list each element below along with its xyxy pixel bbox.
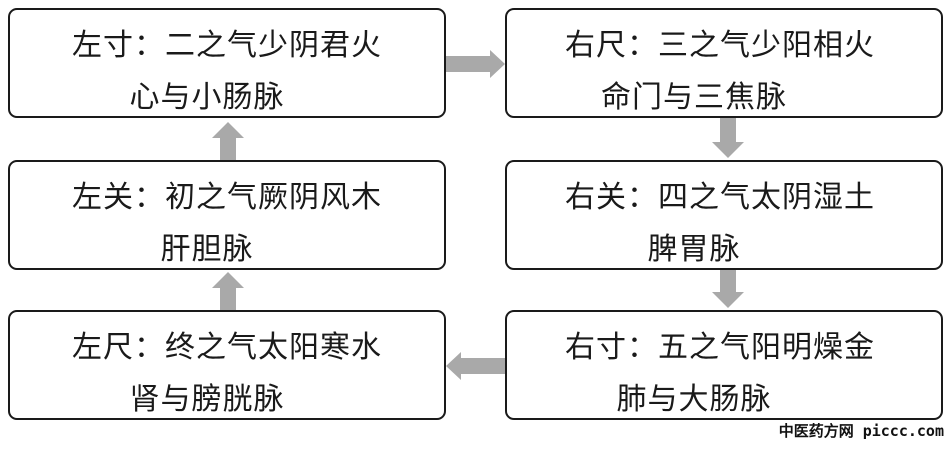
- node-right-guan-title: 右关：四之气太阴湿土: [565, 180, 875, 215]
- arrow-right-guan-to-right-cun: [712, 270, 744, 308]
- watermark-text: 中医药方网 piccc.com: [778, 422, 944, 440]
- node-right-chi-title: 右尺：三之气少阳相火: [565, 28, 875, 63]
- node-right-cun: 右寸：五之气阳明燥金 肺与大肠脉: [505, 310, 943, 420]
- node-left-chi-title: 左尺：终之气太阳寒水: [72, 330, 382, 365]
- arrow-left-chi-to-left-guan: [212, 272, 244, 310]
- node-left-cun-subtitle: 心与小肠脉: [129, 80, 285, 115]
- node-left-guan-subtitle: 肝胆脉: [160, 232, 254, 267]
- arrow-left-cun-to-right-chi: [446, 50, 505, 78]
- node-left-cun-title: 左寸：二之气少阴君火: [72, 28, 382, 63]
- node-right-cun-subtitle: 肺与大肠脉: [616, 382, 772, 417]
- node-left-chi-subtitle: 肾与膀胱脉: [129, 382, 285, 417]
- arrow-right-cun-to-left-chi: [446, 352, 505, 380]
- node-left-guan-title: 左关：初之气厥阴风木: [72, 180, 382, 215]
- node-right-chi: 右尺：三之气少阳相火 命门与三焦脉: [505, 8, 943, 118]
- node-right-cun-title: 右寸：五之气阳明燥金: [565, 330, 875, 365]
- node-left-cun: 左寸：二之气少阴君火 心与小肠脉: [8, 8, 446, 118]
- node-left-chi: 左尺：终之气太阳寒水 肾与膀胱脉: [8, 310, 446, 420]
- node-right-chi-subtitle: 命门与三焦脉: [601, 80, 787, 115]
- arrow-left-guan-to-left-cun: [212, 122, 244, 160]
- node-right-guan-subtitle: 脾胃脉: [647, 232, 741, 267]
- node-left-guan: 左关：初之气厥阴风木 肝胆脉: [8, 160, 446, 270]
- arrow-right-chi-to-right-guan: [712, 118, 744, 158]
- node-right-guan: 右关：四之气太阴湿土 脾胃脉: [505, 160, 943, 270]
